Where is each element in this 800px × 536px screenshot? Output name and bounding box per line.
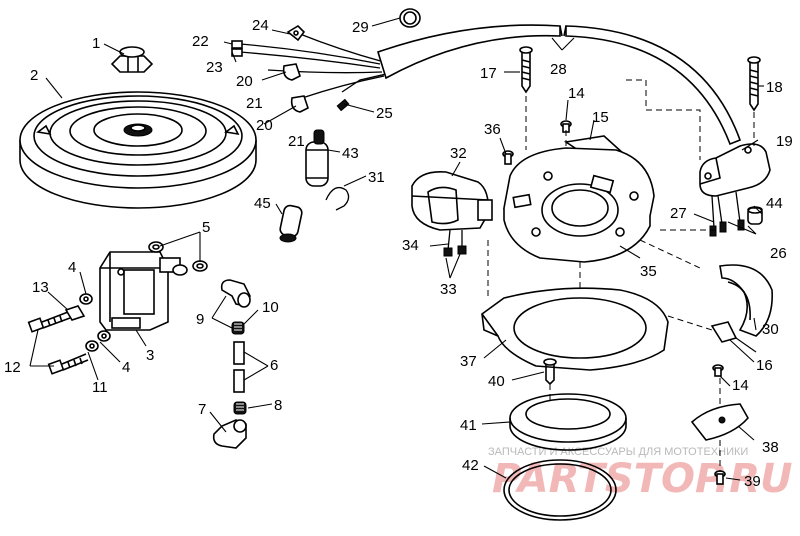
part-5-grommets <box>148 241 208 276</box>
callout-5: 5 <box>202 219 210 236</box>
callout-26: 26 <box>770 245 787 262</box>
callout-16: 16 <box>756 357 773 374</box>
callout-11: 11 <box>92 379 108 396</box>
callout-7: 7 <box>198 401 206 418</box>
callout-numbers: 1 2 3 4 4 5 6 7 8 9 10 11 12 13 14 14 15… <box>4 17 793 490</box>
callout-14b: 14 <box>732 377 749 394</box>
callout-21b: 21 <box>288 133 305 150</box>
part-44-spacer <box>747 206 763 225</box>
part-45-connector <box>279 204 303 243</box>
part-37-support-plate <box>481 287 669 371</box>
callout-41: 41 <box>460 417 477 434</box>
callout-32: 32 <box>450 145 467 162</box>
callout-43: 43 <box>342 145 359 162</box>
part-1-flywheel-nut <box>110 46 154 73</box>
part-36-screw <box>502 150 514 165</box>
part-41-retainer-ring <box>509 393 627 451</box>
part-18-screw <box>747 56 761 112</box>
callout-40: 40 <box>488 373 505 390</box>
callout-36: 36 <box>484 121 501 138</box>
part-9-spark-plug-boot <box>220 279 251 308</box>
part-19-sensor-housing <box>699 143 771 197</box>
part-31-ground-wire <box>325 186 350 211</box>
leader-lines <box>29 17 764 481</box>
callout-15: 15 <box>592 109 609 126</box>
callout-25: 25 <box>376 105 393 122</box>
part-14-screw-top <box>560 120 572 133</box>
callout-13: 13 <box>32 279 49 296</box>
callout-14: 14 <box>568 85 585 102</box>
part-4-washers <box>79 293 111 352</box>
callout-6: 6 <box>270 357 278 374</box>
part-39-screw <box>714 470 726 485</box>
callout-21: 21 <box>246 95 263 112</box>
callout-20b: 20 <box>256 117 273 134</box>
callout-38: 38 <box>762 439 779 456</box>
part-13-clip <box>64 305 86 321</box>
part-42-ring <box>503 459 617 521</box>
part-33-terminals <box>443 229 467 257</box>
callout-12: 12 <box>4 359 21 376</box>
callout-35: 35 <box>640 263 657 280</box>
part-40-screw <box>543 358 557 386</box>
part-43-sleeve <box>305 129 329 187</box>
part-28-cable-sleeve <box>377 24 742 146</box>
callout-8: 8 <box>274 397 282 414</box>
part-16-clip <box>710 321 738 343</box>
callout-29: 29 <box>352 19 369 36</box>
part-7-spark-plug-boot <box>212 419 247 449</box>
callout-28: 28 <box>550 61 567 78</box>
callout-27: 27 <box>670 205 687 222</box>
callout-2: 2 <box>30 67 38 84</box>
alignment-lines <box>487 79 755 472</box>
callout-9: 9 <box>196 311 204 328</box>
callout-19: 19 <box>776 133 793 150</box>
callout-44: 44 <box>766 195 783 212</box>
part-2-flywheel <box>19 91 257 209</box>
callout-20: 20 <box>236 73 253 90</box>
callout-45: 45 <box>254 195 271 212</box>
wire-harness <box>231 24 387 113</box>
part-30-timer-segment <box>719 264 773 337</box>
callout-42: 42 <box>462 457 479 474</box>
callout-1: 1 <box>92 35 100 52</box>
part-3-ignition-coil <box>99 251 181 331</box>
callout-30: 30 <box>762 321 779 338</box>
part-38-insulator <box>690 403 749 441</box>
callout-31: 31 <box>368 169 385 186</box>
callout-22: 22 <box>192 33 209 50</box>
callout-10: 10 <box>262 299 279 316</box>
part-10-spring <box>231 321 245 335</box>
part-27-leads <box>709 191 745 237</box>
callout-18: 18 <box>766 79 783 96</box>
part-12-screw <box>27 311 71 333</box>
callout-17: 17 <box>480 65 497 82</box>
part-11-screw <box>47 353 89 375</box>
callout-33: 33 <box>440 281 457 298</box>
part-29-clamp <box>399 8 421 28</box>
callout-39: 39 <box>744 473 761 490</box>
callout-23: 23 <box>206 59 223 76</box>
part-6-terminal-tubes <box>233 341 245 393</box>
callout-34: 34 <box>402 237 419 254</box>
part-8-spring <box>233 401 247 415</box>
part-35-armature-plate <box>503 147 655 263</box>
callout-3: 3 <box>146 347 154 364</box>
part-32-charge-coil <box>411 170 493 231</box>
part-14-screw-bottom <box>712 364 724 377</box>
callout-4b: 4 <box>122 359 130 376</box>
callout-4: 4 <box>68 259 76 276</box>
watermark-brand: PARTSTOP.RU <box>492 456 792 502</box>
part-17-screw <box>519 46 533 94</box>
callout-24: 24 <box>252 17 269 34</box>
callout-37: 37 <box>460 353 477 370</box>
